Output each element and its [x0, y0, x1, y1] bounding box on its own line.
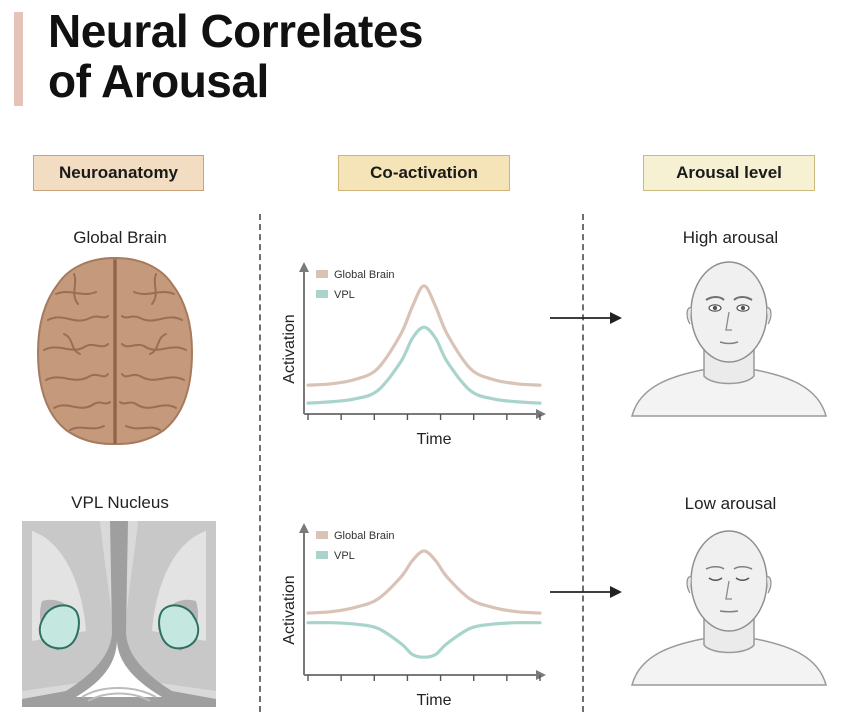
vpl-nucleus-label: VPL Nucleus — [71, 493, 169, 512]
legend-swatch — [316, 531, 328, 539]
legend-label: Global Brain — [334, 269, 395, 281]
high-arousal-face-illustration — [631, 261, 827, 417]
title-accent-bar — [14, 12, 23, 106]
title-line-2: of Arousal — [48, 55, 269, 107]
brain-illustration — [36, 256, 194, 445]
series-line-vpl — [306, 325, 542, 405]
series-line-vpl — [306, 620, 542, 659]
low-arousal-label: Low arousal — [684, 494, 777, 513]
high-arousal-label: High arousal — [682, 228, 779, 247]
y-axis-arrow — [299, 523, 309, 533]
x-axis-label: Time — [417, 431, 452, 448]
coactivation-header: Co-activation — [338, 155, 510, 191]
vpl-nucleus-illustration — [22, 521, 216, 707]
x-axis-label: Time — [417, 692, 452, 709]
low-arousal-face-illustration — [631, 530, 827, 686]
column-divider-right — [582, 214, 584, 712]
legend-swatch — [316, 270, 328, 278]
y-axis-label: Activation — [281, 575, 298, 644]
x-axis-arrow — [536, 670, 546, 680]
y-axis-arrow — [299, 262, 309, 272]
arousal-level-header: Arousal level — [643, 155, 815, 191]
arrow-right-icon — [550, 312, 622, 324]
arrow-right-icon — [550, 586, 622, 598]
x-axis-arrow — [536, 409, 546, 419]
legend-swatch — [316, 290, 328, 298]
legend-label: Global Brain — [334, 530, 395, 542]
legend-label: VPL — [334, 289, 355, 301]
title-line-1: Neural Correlates — [48, 5, 424, 57]
neuroanatomy-header: Neuroanatomy — [33, 155, 204, 191]
legend-swatch — [316, 551, 328, 559]
y-axis-label: Activation — [281, 314, 298, 383]
global-brain-label: Global Brain — [73, 228, 167, 247]
column-divider-left — [259, 214, 261, 712]
page-title: Neural Correlates of Arousal — [48, 5, 424, 107]
legend-label: VPL — [334, 550, 355, 562]
series-line-global-brain — [306, 549, 542, 615]
series-line-global-brain — [306, 284, 542, 387]
